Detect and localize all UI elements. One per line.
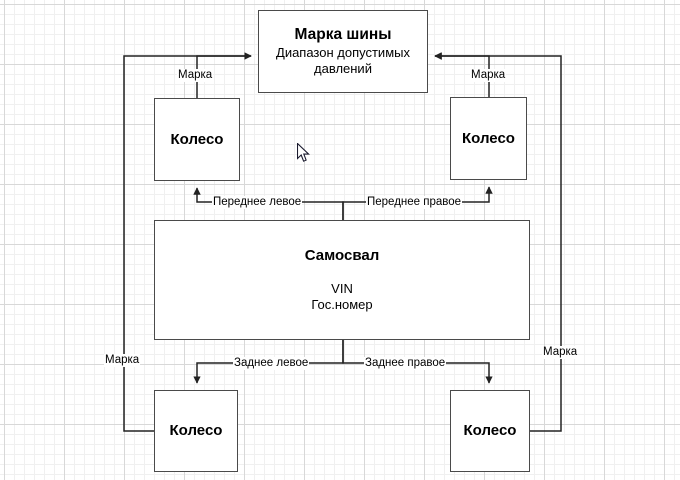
edge-label-brand-rear-left: Марка (104, 354, 141, 367)
edge-label-brand-front-right: Марка (470, 69, 507, 82)
node-wheel-rear-left[interactable]: Колесо (154, 390, 238, 472)
node-wheel-rear-left-title: Колесо (169, 422, 223, 439)
edge-label-front-right: Переднее правое (366, 196, 463, 209)
node-tire-brand-subtitle: Диапазон допустимых давлений (276, 45, 410, 76)
node-wheel-front-left[interactable]: Колесо (154, 98, 240, 181)
node-wheel-rear-right[interactable]: Колесо (450, 390, 530, 472)
node-wheel-rear-right-title: Колесо (463, 422, 517, 439)
node-wheel-front-right-title: Колесо (462, 129, 515, 147)
node-wheel-front-left-title: Колесо (170, 130, 224, 148)
node-truck-attributes: VIN Гос.номер (311, 281, 372, 313)
edge-label-rear-left: Заднее левое (233, 357, 310, 370)
node-truck-attribute-vin: VIN (331, 281, 353, 296)
mouse-cursor (297, 143, 310, 162)
node-wheel-front-right[interactable]: Колесо (450, 97, 527, 180)
node-truck[interactable]: Самосвал VIN Гос.номер (154, 220, 530, 340)
edge-label-rear-right: Заднее правое (364, 357, 447, 370)
edge-label-front-left: Переднее левое (212, 196, 303, 209)
node-truck-attribute-plate: Гос.номер (311, 297, 373, 312)
edge-label-brand-rear-right: Марка (542, 346, 579, 359)
node-truck-title: Самосвал (304, 247, 380, 264)
edge-label-brand-front-left: Марка (177, 69, 214, 82)
node-tire-brand-title: Марка шины (294, 26, 392, 43)
node-tire-brand[interactable]: Марка шины Диапазон допустимых давлений (258, 10, 428, 93)
